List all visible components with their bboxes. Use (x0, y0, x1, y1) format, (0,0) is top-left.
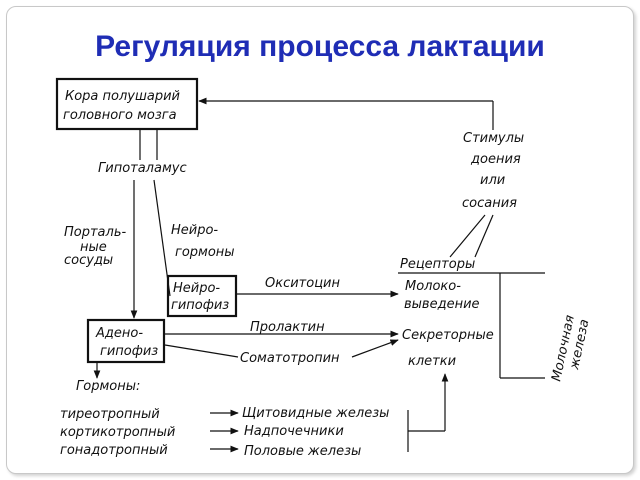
receptors-label: Рецепторы (400, 257, 475, 272)
cortex-line-2: головного мозга (63, 108, 177, 123)
prolactin-label: Пролактин (250, 320, 325, 335)
somatotropin-line-2 (351, 339, 399, 358)
neurohypophysis-line-1: Нейро- (173, 281, 220, 296)
portal-label-2: ные (80, 240, 107, 255)
milk-ejection-line-1: Молоко- (405, 279, 461, 294)
adenohypophysis-line-1: Адено- (95, 326, 143, 341)
portal-label-3: сосуды (64, 253, 113, 268)
target-thyroid: Щитовидные железы (242, 406, 389, 421)
portal-label-1: Порталь- (64, 225, 126, 240)
slide-title: Регуляция процесса лактации (95, 30, 545, 63)
target-adrenal: Надпочечники (244, 424, 344, 439)
neurohormones-label-1: Нейро- (171, 223, 218, 238)
cortex-line-1: Кора полушарий (65, 89, 180, 104)
neurohypophysis-line-2: гипофиз (171, 298, 229, 313)
somatotropin-label: Соматотропин (240, 351, 340, 366)
hormones-label: Гормоны: (76, 379, 140, 394)
slide-frame (6, 6, 634, 474)
neurohormones-label-2: гормоны (175, 245, 235, 260)
adenohypophysis-line-2: гипофиз (100, 344, 158, 359)
cortex-box (55, 77, 199, 131)
neurohypophysis-box (166, 274, 238, 318)
stimuli-to-receptors-left (449, 214, 486, 258)
milk-ejection-line-2: выведение (404, 297, 480, 312)
target-gonads: Половые железы (244, 444, 361, 459)
neurohormones-line (153, 179, 171, 297)
hormone-thyrotropic: тиреотропный (60, 407, 160, 422)
stimuli-line-3: или (480, 173, 505, 188)
adenohypophysis-box (86, 318, 166, 364)
hormone-gonadotropic: гонадотропный (60, 443, 168, 458)
secretory-cells-line-1: Секреторные (402, 328, 494, 343)
stimuli-to-receptors-right (474, 214, 494, 258)
stimuli-line-4: сосания (462, 196, 517, 211)
hypothalamus-label: Гипоталамус (98, 161, 187, 176)
stimuli-line-2: доения (470, 152, 521, 167)
somatotropin-line-1 (164, 344, 239, 358)
oxytocin-label: Окситоцин (265, 276, 341, 291)
stimuli-line-1: Стимулы (463, 131, 524, 146)
hormone-corticotropic: кортикотропный (60, 425, 175, 440)
secretory-cells-line-2: клетки (408, 354, 456, 369)
